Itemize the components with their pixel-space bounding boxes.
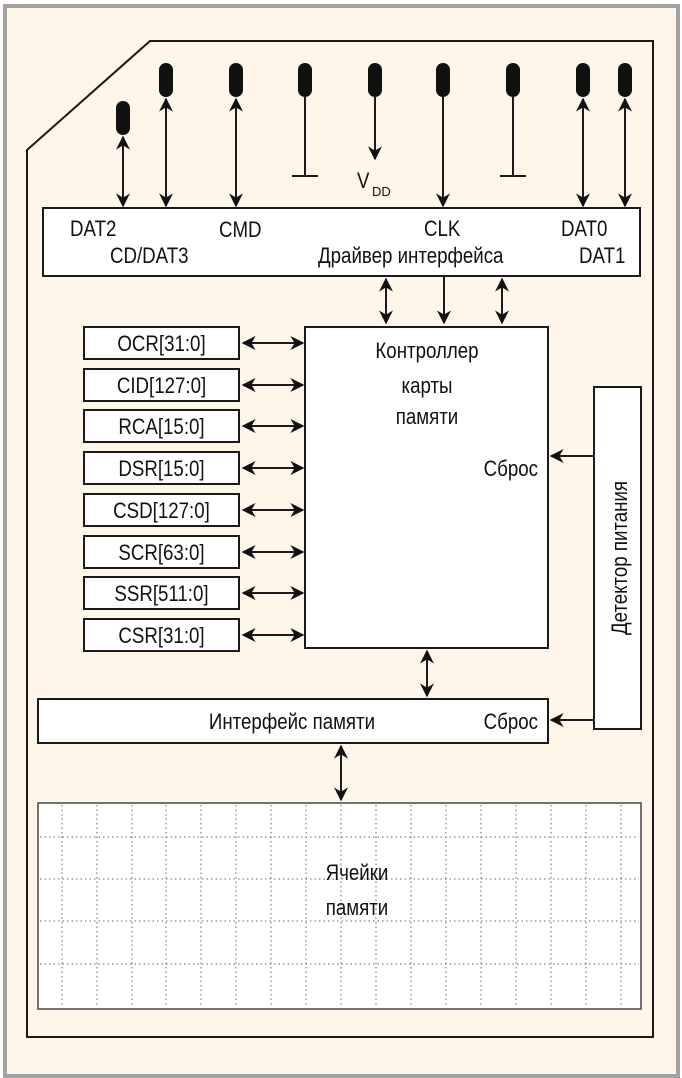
register-label: CSD[127:0] — [113, 500, 210, 524]
pin-cmd — [229, 63, 243, 97]
pin-dat2 — [116, 101, 130, 135]
memory-interface-reset-label: Сброс — [484, 711, 538, 735]
register-box — [83, 368, 240, 402]
memory-cells-grid — [40, 805, 639, 1007]
register-label: SSR[511:0] — [114, 583, 208, 607]
memory-cells-label-line1: Ячейки — [326, 862, 389, 886]
register-box — [83, 493, 240, 527]
controller-label-line1: Контроллер — [375, 340, 478, 364]
label-cd-dat3: CD/DAT3 — [110, 245, 189, 269]
register-label: SCR[63:0] — [118, 542, 204, 566]
memory-interface-label: Интерфейс памяти — [209, 711, 375, 735]
label-cmd: CMD — [219, 219, 262, 243]
power-detector-box — [593, 386, 642, 730]
register-label: DSR[15:0] — [118, 458, 204, 482]
pin-cd-dat3 — [159, 63, 173, 97]
register-box — [83, 535, 240, 569]
memory-cells-label-line2: памяти — [326, 897, 388, 921]
label-clk: CLK — [424, 218, 461, 242]
memory-interface-box — [37, 698, 549, 744]
register-box — [83, 451, 240, 485]
register-box — [83, 618, 240, 652]
register-label: OCR[31:0] — [117, 333, 205, 357]
card-outline — [26, 40, 654, 1038]
pin-clk — [436, 63, 450, 97]
label-dat0: DAT0 — [561, 218, 607, 242]
pin-dat1 — [618, 63, 632, 97]
register-box — [83, 409, 240, 443]
register-box — [83, 576, 240, 610]
register-label: CSR[31:0] — [118, 625, 204, 649]
controller-reset-label: Сброс — [484, 458, 538, 482]
controller-label-line3: памяти — [396, 406, 458, 430]
interface-driver-label: Драйвер интерфейса — [318, 245, 504, 269]
pin-dat0 — [576, 63, 590, 97]
register-label: CID[127:0] — [117, 375, 206, 399]
register-list: OCR[31:0] CID[127:0] RCA[15:0] DSR[15:0] CSD… — [83, 326, 305, 652]
interface-driver-box — [42, 207, 641, 277]
pin-vss2 — [506, 63, 520, 97]
label-dat2: DAT2 — [70, 218, 116, 242]
card-controller-box — [304, 326, 549, 649]
register-box — [83, 326, 240, 360]
pin-vss1 — [298, 63, 312, 97]
pin-vdd — [368, 63, 382, 97]
power-detector-label: Детектор питания — [609, 481, 633, 635]
pin-connections — [116, 97, 632, 208]
contact-pins — [116, 63, 632, 135]
register-label: RCA[15:0] — [118, 416, 204, 440]
vdd-label: V — [357, 170, 370, 194]
label-dat1: DAT1 — [579, 245, 625, 269]
controller-label-line2: карты — [402, 375, 453, 399]
vdd-subscript: DD — [372, 184, 391, 199]
